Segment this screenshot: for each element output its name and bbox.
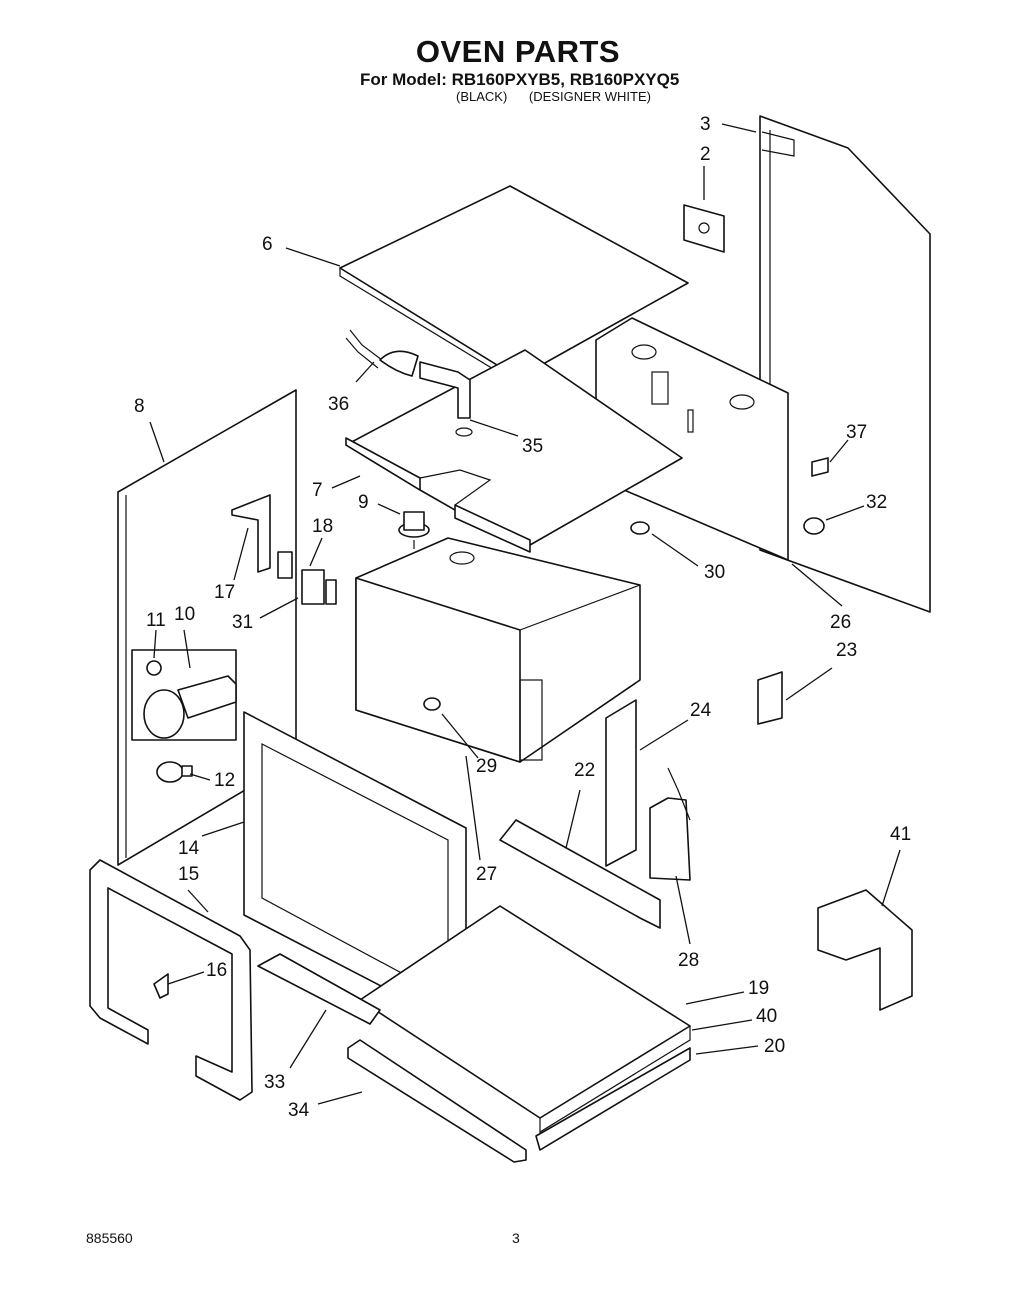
page-title: OVEN PARTS bbox=[415, 34, 621, 69]
callout-20: 20 bbox=[764, 1036, 785, 1057]
callout-11: 11 bbox=[146, 610, 166, 631]
part-trim-strip bbox=[535, 1047, 691, 1151]
part-vent-strip bbox=[347, 1039, 527, 1163]
callout-12: 12 bbox=[214, 770, 235, 791]
part-handle-strip bbox=[257, 953, 381, 1025]
part-cover-bracket bbox=[817, 889, 913, 1011]
callout-24: 24 bbox=[690, 700, 712, 721]
callout-19: 19 bbox=[748, 978, 769, 999]
model-variants: (BLACK) (DESIGNER WHITE) bbox=[456, 89, 669, 104]
part-rear-panel bbox=[759, 115, 931, 613]
part-clip bbox=[811, 457, 829, 477]
page-number: 3 bbox=[512, 1230, 520, 1246]
callout-28: 28 bbox=[678, 950, 699, 971]
part-vent-duct bbox=[345, 329, 419, 377]
part-top-plate bbox=[345, 349, 683, 553]
callout-10: 10 bbox=[174, 604, 195, 625]
callout-7: 7 bbox=[312, 480, 323, 501]
part-gasket bbox=[89, 859, 253, 1101]
part-switch-bracket bbox=[277, 551, 337, 605]
callout-9: 9 bbox=[358, 492, 369, 513]
model-line: For Model: RB160PXYB5, RB160PXYQ5 bbox=[360, 70, 680, 89]
part-cavity-plug bbox=[423, 697, 441, 711]
callout-37: 37 bbox=[846, 422, 867, 443]
part-light-lens bbox=[143, 689, 185, 739]
callout-35: 35 bbox=[522, 436, 543, 457]
callout-29: 29 bbox=[476, 756, 497, 777]
callout-32: 32 bbox=[866, 492, 887, 513]
callout-34: 34 bbox=[288, 1100, 310, 1121]
document-number: 885560 bbox=[86, 1230, 133, 1246]
callout-40: 40 bbox=[756, 1006, 777, 1027]
callout-2: 2 bbox=[700, 144, 711, 165]
part-bottom-plate bbox=[359, 905, 691, 1134]
part-side-bracket bbox=[231, 494, 271, 573]
part-nut bbox=[146, 660, 162, 676]
part-door-hinge bbox=[649, 767, 691, 881]
callout-27: 27 bbox=[476, 864, 497, 885]
callout-30: 30 bbox=[704, 562, 725, 583]
callout-8: 8 bbox=[134, 396, 145, 417]
part-plug bbox=[630, 521, 650, 535]
callout-16: 16 bbox=[206, 960, 227, 981]
callout-23: 23 bbox=[836, 640, 857, 661]
part-oven-cavity bbox=[355, 537, 641, 763]
callout-36: 36 bbox=[328, 394, 349, 415]
part-small-bracket bbox=[757, 671, 783, 725]
variant-black: (BLACK) bbox=[456, 89, 508, 104]
part-hinge-bracket bbox=[605, 699, 637, 867]
part-vent-tube bbox=[419, 361, 473, 437]
callout-31: 31 bbox=[232, 612, 253, 633]
callout-41: 41 bbox=[890, 824, 911, 845]
callout-15: 15 bbox=[178, 864, 199, 885]
part-light-socket bbox=[177, 675, 237, 719]
callout-3: 3 bbox=[700, 114, 711, 135]
part-thermostat bbox=[803, 517, 825, 535]
part-rail bbox=[499, 819, 661, 929]
callout-33: 33 bbox=[264, 1072, 285, 1093]
callout-17: 17 bbox=[214, 582, 235, 603]
callout-26: 26 bbox=[830, 612, 851, 633]
variant-white: (DESIGNER WHITE) bbox=[528, 89, 651, 104]
part-clip-small bbox=[153, 973, 169, 999]
callout-22: 22 bbox=[574, 760, 595, 781]
callout-6: 6 bbox=[262, 234, 273, 255]
part-bracket bbox=[683, 204, 725, 253]
part-light-bulb bbox=[156, 761, 193, 783]
leader-lines bbox=[149, 123, 901, 1105]
callout-18: 18 bbox=[312, 516, 333, 537]
part-sensor bbox=[398, 511, 430, 575]
callout-14: 14 bbox=[178, 838, 200, 859]
